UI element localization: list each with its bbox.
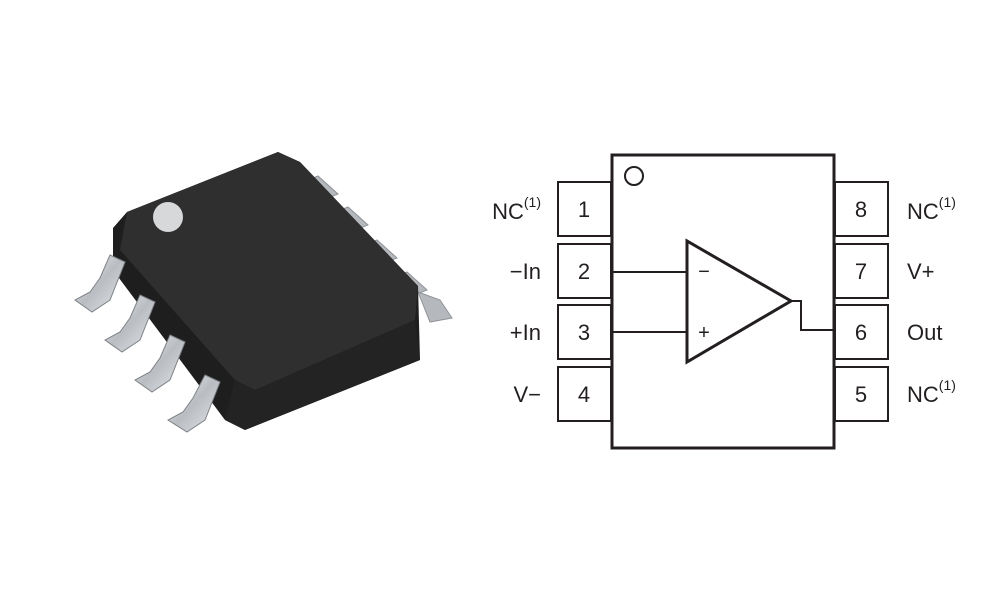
pin-box-5	[834, 366, 889, 422]
pin-label-5: NC(1)	[907, 377, 956, 407]
pin-number-4: 4	[578, 382, 590, 407]
pin-label-8: NC(1)	[907, 194, 956, 224]
noninverting-input-sign: +	[698, 322, 710, 344]
pin-number-1: 1	[578, 197, 590, 222]
pin-number-8: 8	[855, 197, 867, 222]
pin-label-2: −In	[510, 259, 541, 284]
pin-label-1: NC(1)	[492, 194, 541, 224]
pin-box-8	[834, 181, 889, 237]
pin-number-3: 3	[578, 320, 590, 345]
pin1-indicator-circle	[624, 166, 644, 186]
op-amp-triangle-symbol	[685, 238, 794, 365]
pin-number-2: 2	[578, 259, 590, 284]
ic-body-outline	[610, 153, 836, 450]
pin-number-5: 5	[855, 382, 867, 407]
pin-label-6: Out	[907, 320, 942, 345]
pin-label-3: +In	[510, 320, 541, 345]
pin-box-4	[557, 366, 612, 422]
pin-label-4: V−	[513, 382, 541, 407]
pin-box-1	[557, 181, 612, 237]
pin-number-6: 6	[855, 320, 867, 345]
pin1-dot-marker	[153, 202, 183, 232]
soic8-package-image	[74, 152, 453, 433]
pin-box-3	[557, 304, 612, 360]
pin-box-6	[834, 304, 889, 360]
output-wire	[791, 300, 834, 331]
pin-label-7: V+	[907, 259, 935, 284]
front-leads	[74, 254, 221, 433]
chip-body-top	[120, 152, 418, 390]
pin-number-7: 7	[855, 259, 867, 284]
pin-box-2	[557, 243, 612, 299]
pin-box-7	[834, 243, 889, 299]
inverting-input-sign: −	[698, 261, 710, 283]
